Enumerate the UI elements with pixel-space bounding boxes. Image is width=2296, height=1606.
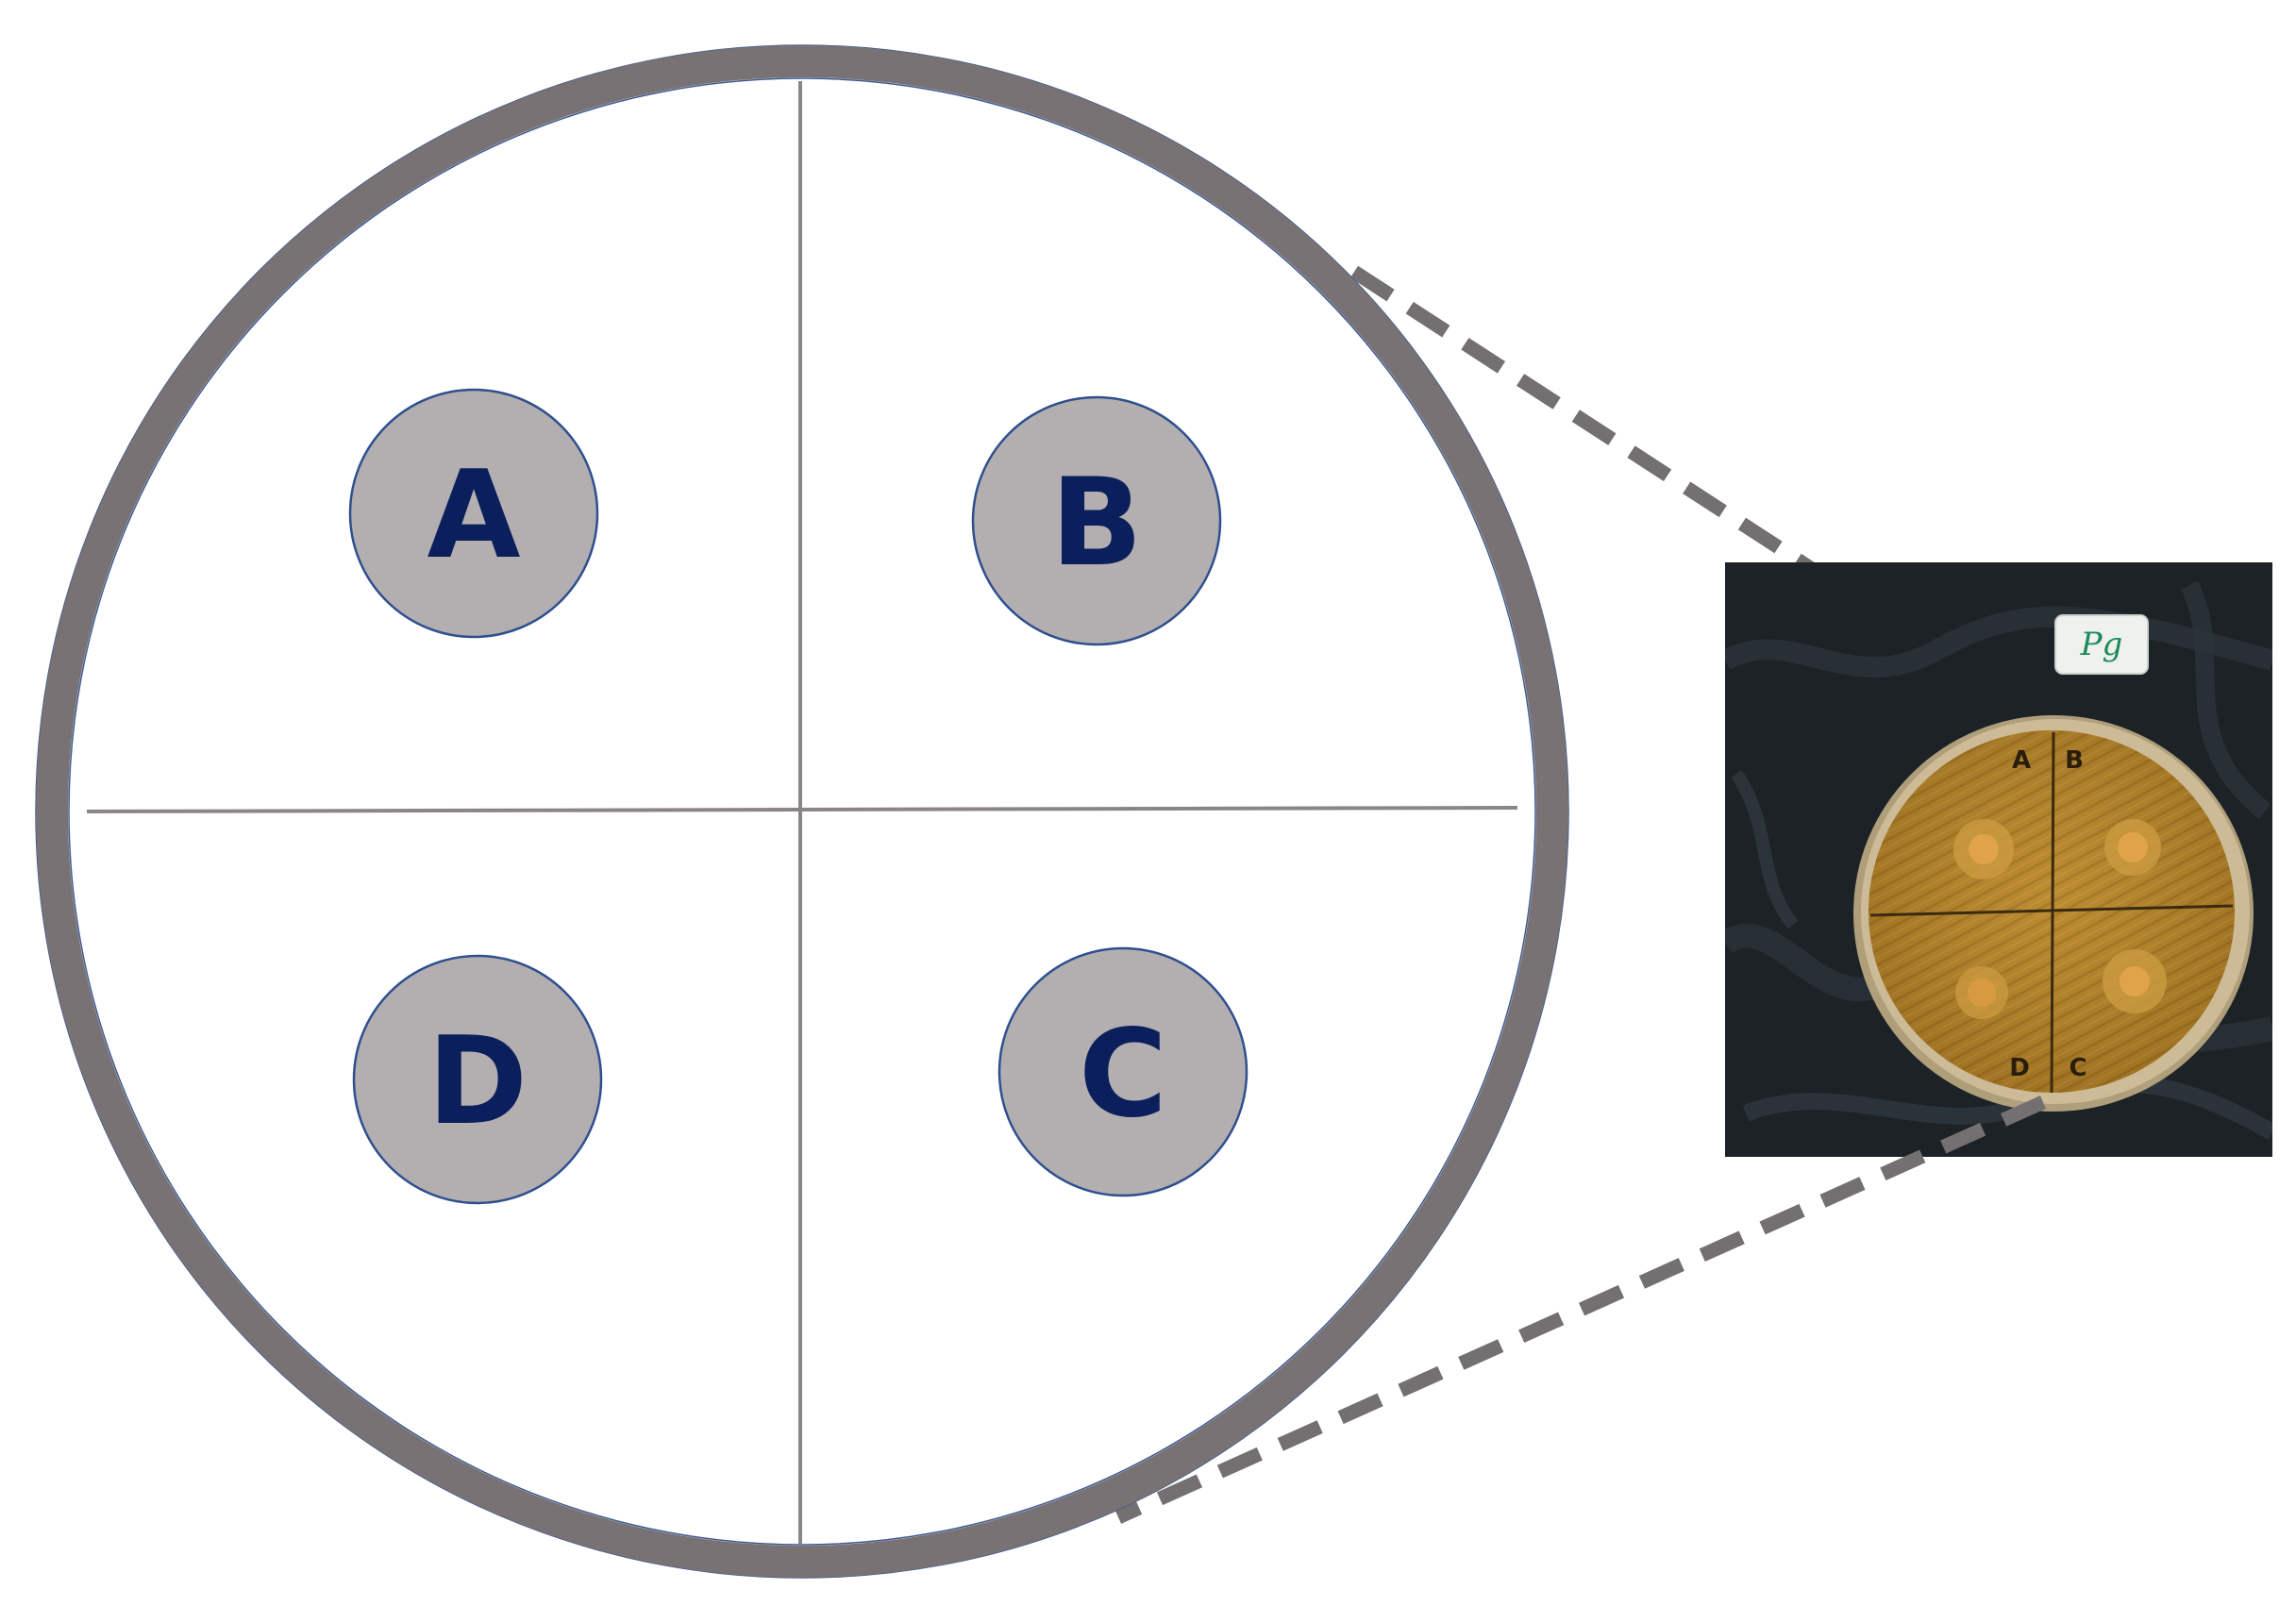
photo-mark-d: D (2009, 1054, 2030, 1082)
horizontal-divider (86, 806, 1518, 813)
disc-c-label: C (1079, 1004, 1167, 1145)
disc-a-label: A (427, 445, 520, 586)
photo-mark-c: C (2069, 1054, 2087, 1082)
disc-d: D (352, 954, 603, 1205)
disc-b-label: B (1050, 453, 1143, 594)
zoom-leader-bottom (1114, 1096, 2047, 1524)
photo-mark-b: B (2065, 746, 2084, 775)
plate-schematic (35, 44, 1569, 1579)
petri-dish-photo: Pg A B D C (1725, 562, 2272, 1157)
photo-label-text: Pg (2080, 626, 2123, 663)
photo-label-tag (2054, 614, 2149, 675)
disc-d-label: D (427, 1012, 528, 1152)
disc-b: B (971, 395, 1222, 646)
photo-mark-a: A (2012, 746, 2031, 775)
disc-a: A (348, 388, 599, 639)
disc-c: C (997, 946, 1249, 1197)
